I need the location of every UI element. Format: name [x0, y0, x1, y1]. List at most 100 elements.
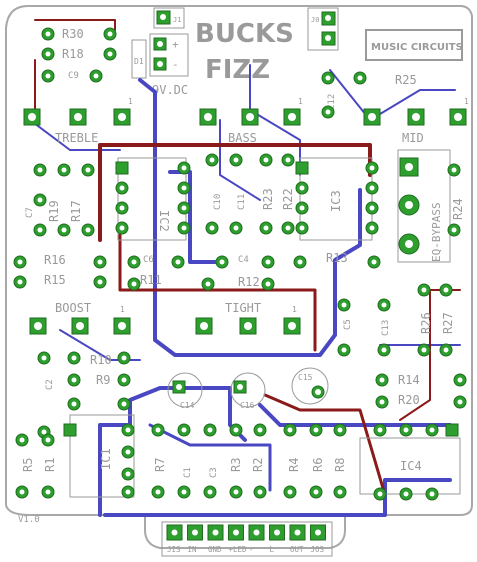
pad-hole: [121, 355, 127, 361]
pad-hole: [37, 227, 43, 233]
svg-text:R18: R18: [62, 47, 84, 61]
pad-hole: [45, 51, 51, 57]
pin1-pad: [295, 161, 309, 175]
pad-hole: [61, 227, 67, 233]
pad-hole: [287, 427, 293, 433]
svg-text:R24: R24: [451, 198, 465, 220]
pad-hole: [181, 185, 187, 191]
footer-pin-label: IN: [188, 545, 197, 554]
pad-hole: [97, 279, 103, 285]
svg-text:R17: R17: [69, 200, 83, 222]
pad-hole: [313, 489, 319, 495]
treble-pot[interactable]: TREBLE 1: [23, 97, 133, 145]
diode-d1: D1: [131, 39, 147, 79]
connector-j1[interactable]: J1: [153, 7, 185, 29]
pad-hole: [429, 491, 435, 497]
svg-text:C1: C1: [183, 467, 193, 478]
footer-pad-hole: [274, 529, 280, 536]
svg-text:R2: R2: [251, 458, 265, 472]
pad-hole: [451, 227, 457, 233]
mid-pot[interactable]: MID 1: [363, 97, 469, 145]
power-header[interactable]: + -: [149, 33, 189, 77]
svg-text:R8: R8: [333, 458, 347, 472]
pad-hole: [285, 225, 291, 231]
pad-hole: [285, 157, 291, 163]
svg-text:C15: C15: [298, 373, 313, 382]
pad-hole: [107, 31, 113, 37]
svg-text:C4: C4: [238, 255, 249, 265]
svg-text:R15: R15: [44, 273, 66, 287]
pad-hole: [299, 225, 305, 231]
pad-hole: [263, 157, 269, 163]
pad-hole: [19, 437, 25, 443]
pad-hole: [377, 427, 383, 433]
pad-hole: [443, 347, 449, 353]
pad-hole: [71, 377, 77, 383]
pad-hole: [97, 259, 103, 265]
boost-pot[interactable]: BOOST 1: [29, 301, 131, 335]
pad-hole: [381, 302, 387, 308]
pad-hole: [107, 51, 113, 57]
pad-hole: [299, 205, 305, 211]
svg-text:TIGHT: TIGHT: [225, 301, 261, 315]
footer-pad-hole: [212, 529, 219, 536]
pad-hole: [369, 225, 375, 231]
pad-hole: [357, 75, 363, 81]
pad-hole: [233, 427, 239, 433]
pad-hole: [181, 427, 187, 433]
pad-hole: [209, 225, 215, 231]
svg-text:C16: C16: [240, 401, 255, 410]
svg-text:R9: R9: [96, 373, 110, 387]
power-label: 9V.DC: [152, 83, 188, 97]
svg-text:C10: C10: [213, 194, 223, 210]
pad-hole: [369, 205, 375, 211]
pad-hole: [325, 75, 331, 81]
pad-hole: [125, 489, 131, 495]
svg-text:R11: R11: [140, 273, 162, 287]
footer-pin-label: +LED: [229, 545, 248, 554]
pad-hole: [121, 377, 127, 383]
svg-text:R25: R25: [395, 73, 417, 87]
svg-text:-: -: [172, 58, 179, 71]
footer-pin-label: -: [249, 545, 254, 554]
pad-hole: [233, 489, 239, 495]
svg-text:1: 1: [120, 305, 125, 314]
pad-hole: [369, 165, 375, 171]
svg-text:EQ-BYPASS: EQ-BYPASS: [430, 202, 443, 262]
pad-hole: [313, 427, 319, 433]
pad-hole: [257, 427, 263, 433]
svg-text:C12: C12: [327, 94, 337, 110]
pad-hole: [61, 167, 67, 173]
pad-hole: [45, 437, 51, 443]
pad-hole: [85, 227, 91, 233]
pad-hole: [337, 427, 343, 433]
pad-hole: [381, 347, 387, 353]
tight-pot[interactable]: TIGHT 1: [195, 301, 301, 335]
svg-text:R5: R5: [21, 458, 35, 472]
footer-pin-label: OUT: [290, 545, 304, 554]
svg-text:R1: R1: [43, 458, 57, 472]
pad-hole: [421, 347, 427, 353]
pad-hole: [37, 197, 43, 203]
footer-pad-hole: [233, 529, 239, 536]
svg-text:R26: R26: [419, 312, 433, 334]
svg-text:C5: C5: [343, 319, 353, 330]
pad-hole: [297, 259, 303, 265]
pad-hole: [443, 287, 449, 293]
pad-hole: [181, 225, 187, 231]
svg-text:J1: J1: [173, 16, 181, 24]
pad-hole: [429, 427, 435, 433]
pad-hole: [379, 377, 385, 383]
svg-text:BASS: BASS: [228, 131, 257, 145]
connector-j0[interactable]: J0: [307, 7, 339, 51]
bass-pot[interactable]: BASS 1: [199, 97, 303, 145]
pad-hole: [181, 165, 187, 171]
pin1-pad: [445, 423, 459, 437]
title-fizz: FIZZ: [205, 55, 270, 85]
pad-hole: [155, 427, 161, 433]
pad-hole: [457, 399, 463, 405]
eq-bypass-switch[interactable]: EQ-BYPASS: [397, 149, 451, 263]
pad-hole: [121, 401, 127, 407]
pad-hole: [85, 167, 91, 173]
